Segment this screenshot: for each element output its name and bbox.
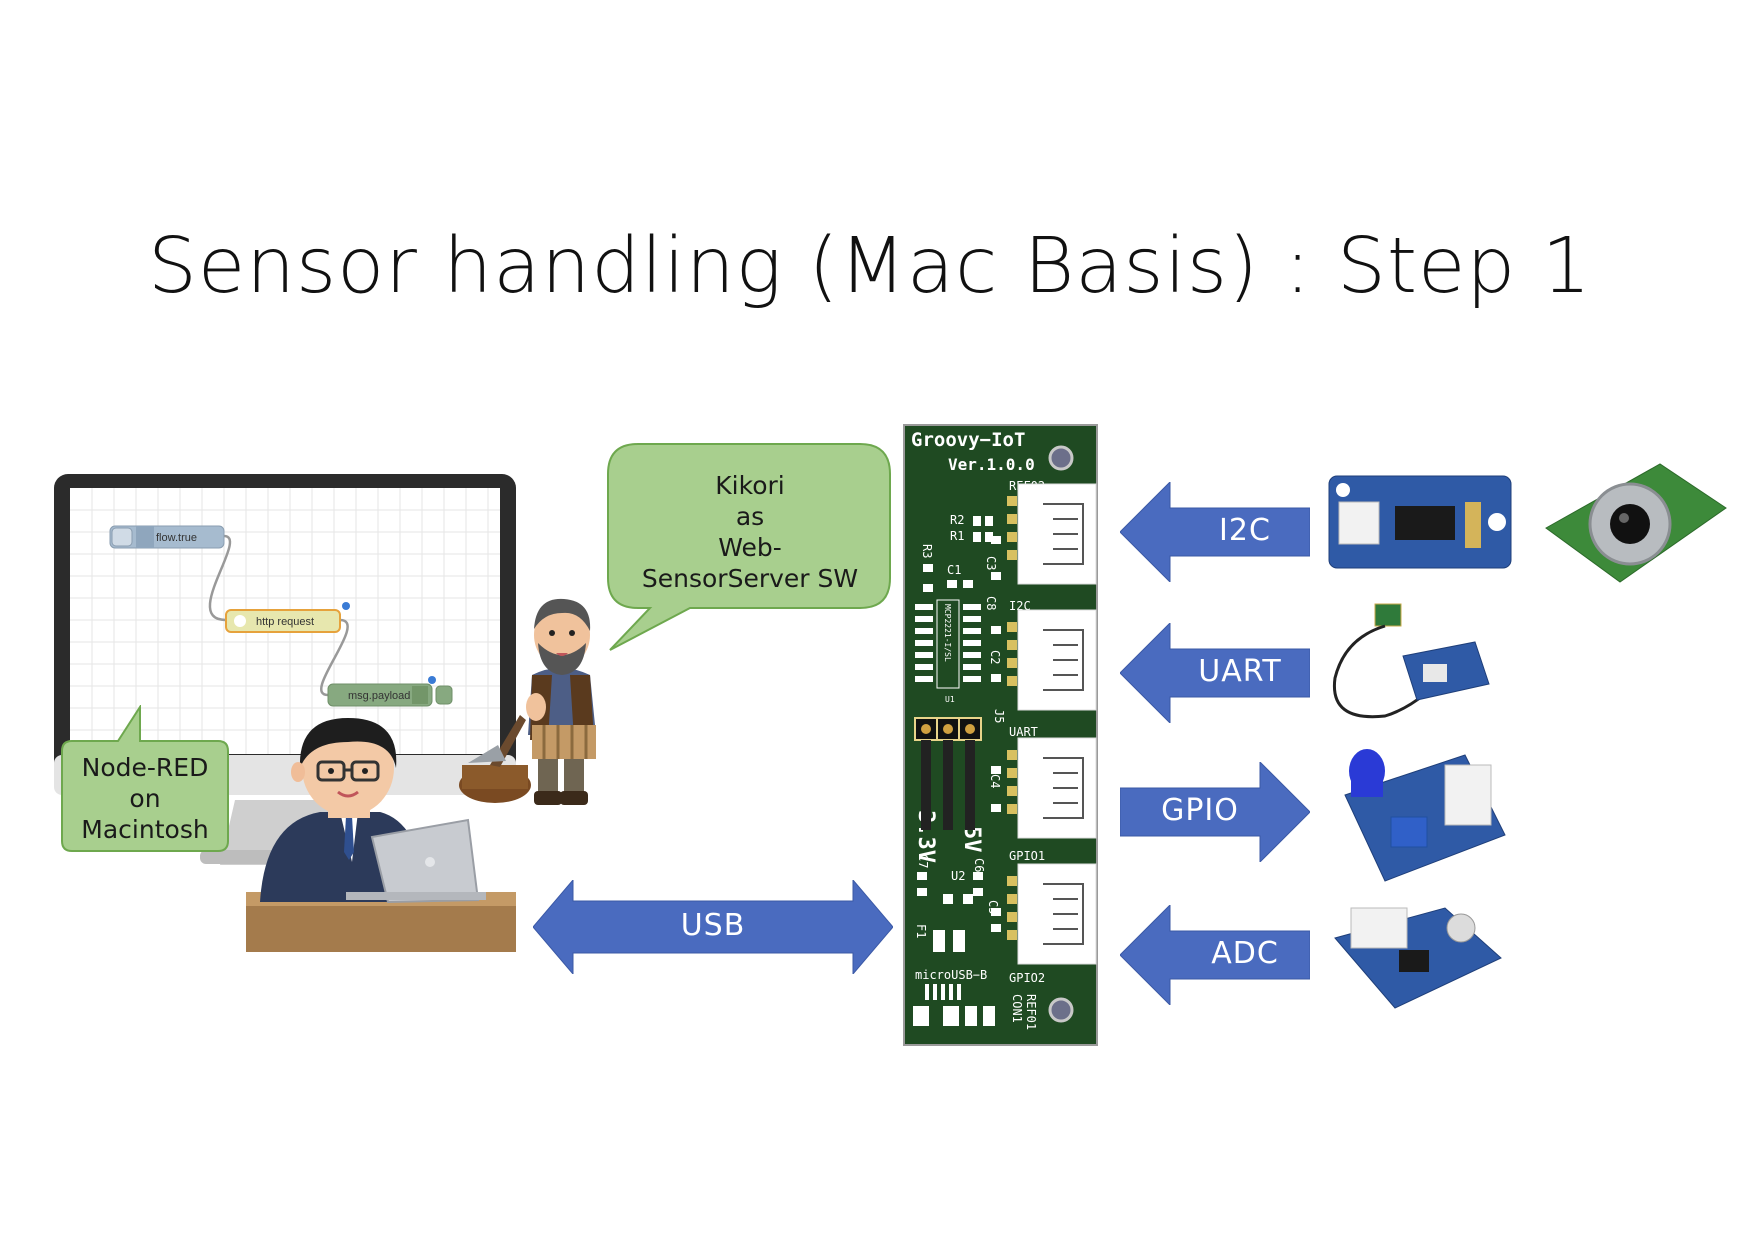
board-r3: R3 (920, 544, 934, 558)
board-ref01: REF01 (1024, 994, 1038, 1030)
adc-light-sensor-module (1334, 907, 1502, 1009)
kikori-callout-line-2: as (735, 502, 765, 531)
node-red-callout-line-1: Node-RED (81, 753, 209, 782)
board-c4: C4 (988, 774, 1002, 788)
board-c7: C7 (916, 854, 930, 868)
board-c1: C1 (947, 563, 961, 577)
i2c-label: I2C (1219, 513, 1271, 548)
i2c-arrow (1120, 482, 1310, 582)
i2c-sensor-module (1328, 475, 1512, 569)
board-u1: U1 (945, 695, 955, 704)
usb-label: USB (680, 908, 746, 943)
uart-arrow (1120, 623, 1310, 723)
inject-node[interactable]: flow.true (109, 525, 225, 549)
debug-node-label: msg.payload (348, 690, 410, 702)
adc-arrow (1120, 905, 1310, 1005)
kikori-callout-line-1: Kikori (715, 471, 785, 500)
thermal-sensor-module (1545, 463, 1727, 583)
board-chip: MCP2221-I/SL (943, 604, 952, 662)
board-c3: C3 (984, 556, 998, 570)
kikori-callout (607, 443, 891, 651)
board-r2: R2 (950, 513, 964, 527)
uart-gps-module (1332, 603, 1490, 719)
debug-node[interactable]: msg.payload (327, 676, 453, 707)
board-c6: C6 (972, 858, 986, 872)
board-gpio1: GPIO1 (1009, 849, 1045, 863)
board-c2: C2 (988, 650, 1002, 664)
board-5v: 5V (959, 826, 984, 853)
board-u2: U2 (951, 869, 965, 883)
board-version: Ver.1.0.0 (948, 455, 1035, 474)
http-node-label: http request (256, 616, 314, 628)
lumberjack-illustration (459, 598, 596, 805)
http-request-node[interactable]: http request (225, 602, 350, 633)
node-red-callout (61, 705, 229, 852)
board-uart: UART (1009, 725, 1038, 739)
board-j5: J5 (992, 709, 1006, 723)
board-f1: F1 (914, 924, 928, 938)
gpio-label: GPIO (1161, 793, 1239, 828)
board-title: Groovy−IoT (911, 429, 1025, 451)
slide-title: Sensor handling (Mac Basis) : Step 1 (148, 222, 1592, 311)
inject-node-label: flow.true (156, 532, 197, 544)
board-con1: CON1 (1010, 994, 1024, 1023)
groovy-iot-board: Groovy−IoT Ver.1.0.0 REF02 R2 R1 R3 C1 C… (903, 424, 1098, 1046)
board-r1: R1 (950, 529, 964, 543)
kikori-callout-line-4: SensorServer SW (641, 564, 859, 593)
usb-double-arrow (533, 880, 893, 974)
gpio-led-module (1344, 749, 1506, 882)
kikori-callout-line-3: Web- (718, 533, 782, 562)
board-c8: C8 (984, 596, 998, 610)
board-gpio2: GPIO2 (1009, 971, 1045, 985)
board-microusb: microUSB−B (915, 968, 987, 982)
adc-label: ADC (1211, 936, 1279, 971)
gpio-arrow (1120, 762, 1310, 862)
node-red-callout-line-2: on (129, 784, 161, 813)
uart-label: UART (1198, 654, 1282, 689)
businessman-illustration (246, 718, 516, 952)
node-red-callout-line-3: Macintosh (81, 815, 209, 844)
